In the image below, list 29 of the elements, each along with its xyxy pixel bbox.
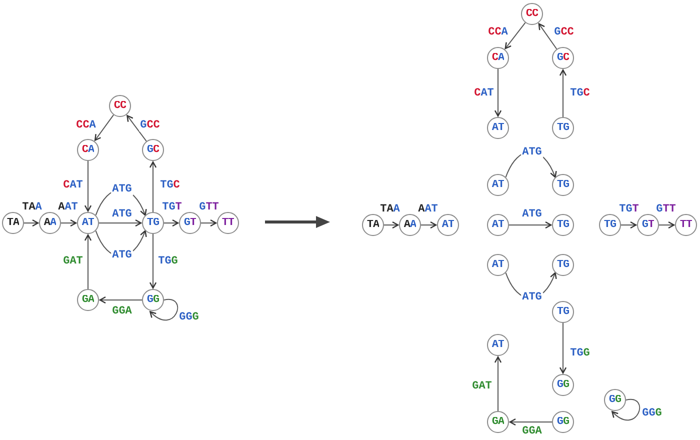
arrow <box>60 219 77 227</box>
arrow <box>24 219 39 227</box>
arrow <box>612 398 640 421</box>
arrow <box>494 68 502 117</box>
arrow <box>658 221 675 229</box>
arrow <box>509 418 552 426</box>
arrow <box>84 160 92 212</box>
arrow <box>384 221 399 229</box>
arrow <box>559 69 567 118</box>
arrow <box>420 221 437 229</box>
arrow <box>84 234 92 290</box>
arrow <box>538 23 558 50</box>
arrow <box>504 22 526 50</box>
arrow <box>99 296 142 304</box>
arrow <box>150 298 178 321</box>
arrow <box>508 221 552 229</box>
arrow <box>620 221 637 229</box>
edge-label: ATG <box>111 184 133 196</box>
arrow <box>94 114 114 141</box>
arrow <box>126 115 147 142</box>
arrow <box>494 356 502 412</box>
arrow <box>200 219 217 227</box>
arrow <box>149 234 157 289</box>
edge-label: GCC <box>139 120 161 132</box>
arrow <box>149 161 157 212</box>
arrow <box>559 322 567 374</box>
arrow <box>98 219 142 227</box>
edge-label: ATG <box>521 148 543 158</box>
arrow <box>164 219 179 227</box>
